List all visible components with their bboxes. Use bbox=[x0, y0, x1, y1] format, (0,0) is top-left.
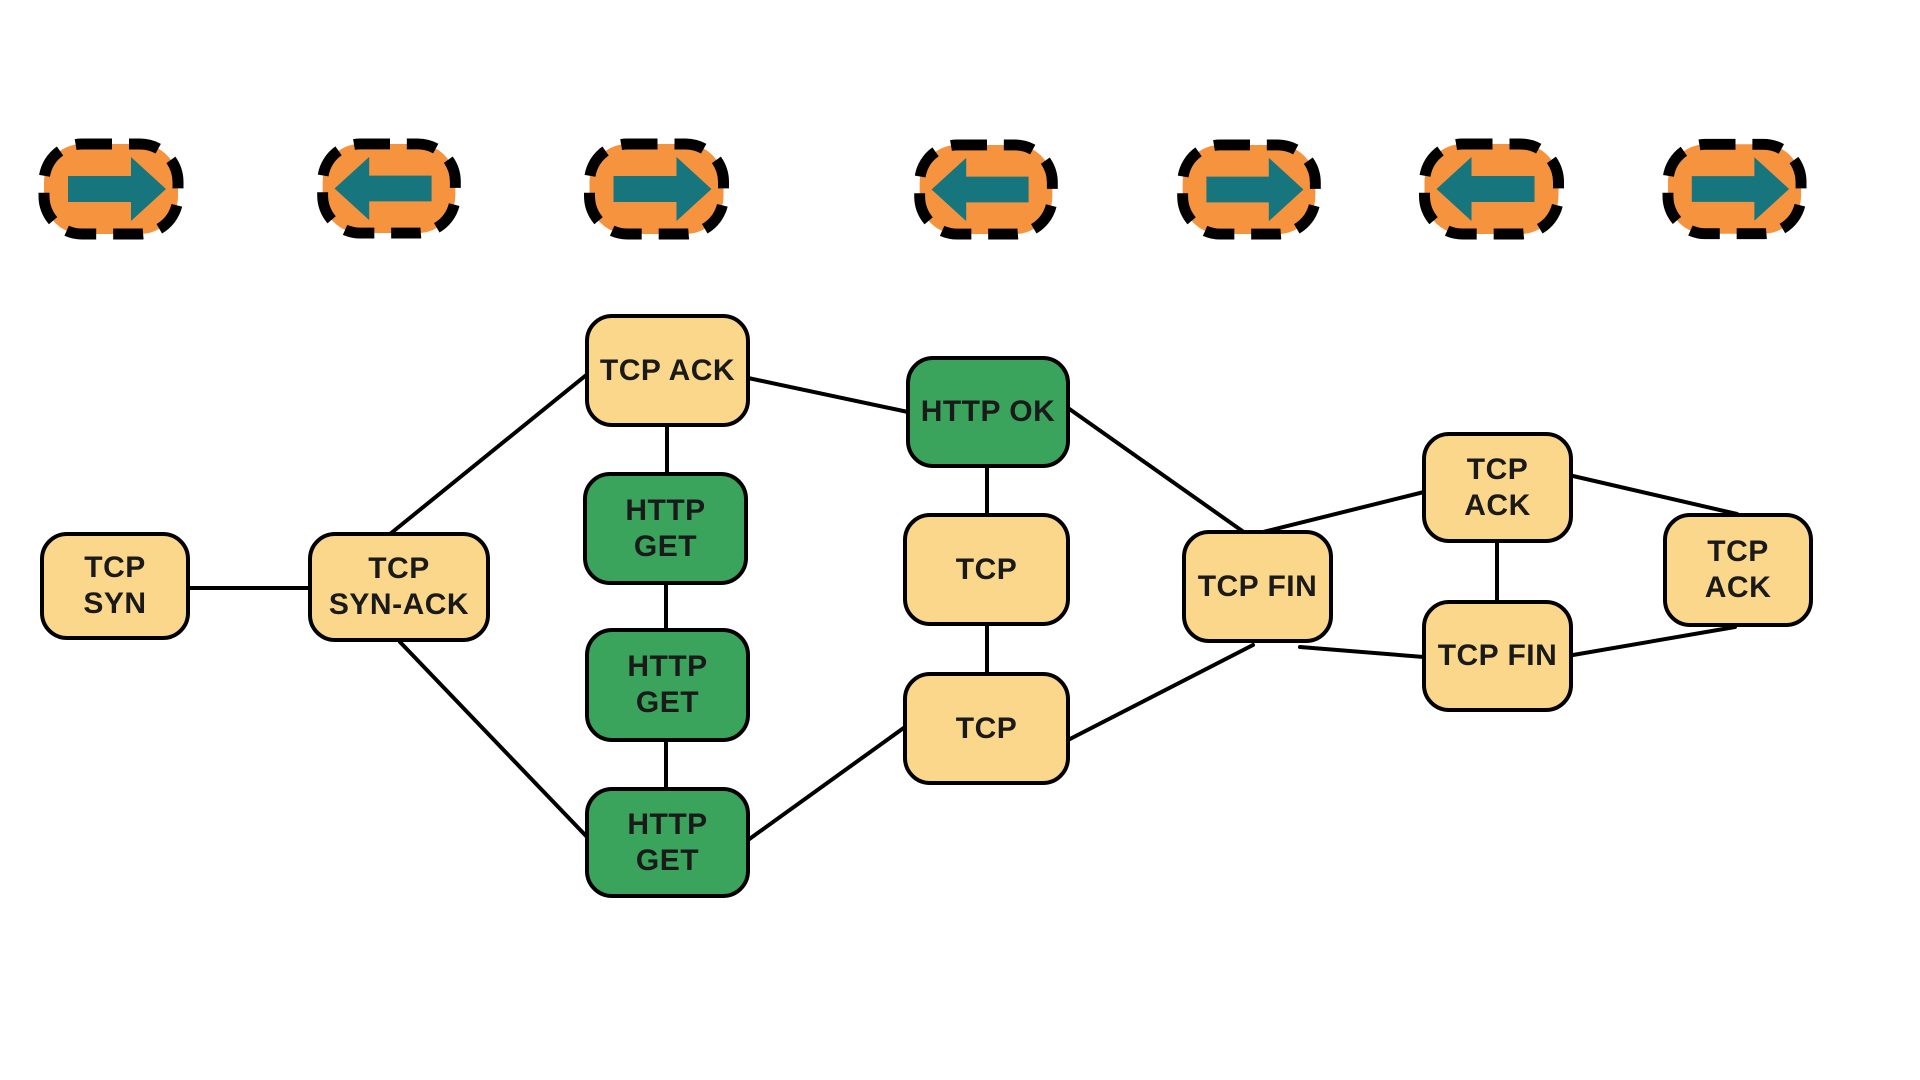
packet-direction-badge bbox=[38, 138, 184, 240]
arrow-right-icon bbox=[38, 138, 184, 240]
diagram-node-tcp-ack-3: TCP ACK bbox=[1663, 513, 1813, 627]
connection-line bbox=[1066, 406, 1257, 542]
arrow-right-icon bbox=[1662, 138, 1807, 240]
node-label: TCP FIN bbox=[1197, 569, 1318, 603]
diagram-node-tcp-fin-2: TCP FIN bbox=[1422, 600, 1573, 712]
diagram-node-tcp-fin-1: TCP FIN bbox=[1182, 530, 1333, 643]
diagram-node-tcp-1: TCP bbox=[903, 513, 1070, 626]
node-label: TCP bbox=[955, 552, 1018, 586]
arrow-left-icon bbox=[1419, 138, 1564, 240]
connection-line bbox=[1066, 643, 1255, 742]
diagram-node-tcp-ack-1: TCP ACK bbox=[585, 314, 750, 427]
node-label: TCP SYN bbox=[83, 551, 147, 620]
diagram-node-http-get-3: HTTP GET bbox=[585, 787, 750, 898]
diagram-node-tcp-syn-ack: TCP SYN-ACK bbox=[308, 532, 490, 642]
arrow-right-icon bbox=[1177, 139, 1321, 240]
packet-direction-badge bbox=[583, 138, 730, 240]
node-label: HTTP OK bbox=[920, 395, 1056, 428]
diagram-node-tcp-syn: TCP SYN bbox=[40, 532, 190, 640]
packet-direction-badge bbox=[1662, 138, 1807, 240]
connection-line bbox=[1571, 625, 1737, 657]
node-label: HTTP GET bbox=[627, 807, 708, 877]
node-label: TCP SYN-ACK bbox=[328, 552, 470, 621]
node-label: HTTP GET bbox=[625, 493, 706, 563]
connection-line bbox=[746, 725, 907, 842]
node-label: HTTP GET bbox=[627, 650, 708, 719]
arrow-left-icon bbox=[914, 139, 1058, 240]
arrow-right-icon bbox=[584, 138, 729, 240]
node-label: TCP FIN bbox=[1437, 639, 1558, 672]
node-label: TCP bbox=[955, 711, 1018, 745]
node-label: TCP ACK bbox=[599, 353, 736, 387]
diagram-node-tcp-ack-2: TCP ACK bbox=[1422, 432, 1573, 543]
packet-direction-badge bbox=[1175, 139, 1323, 240]
connection-line bbox=[1298, 645, 1426, 659]
connection-line bbox=[1571, 474, 1739, 516]
diagram-node-http-ok: HTTP OK bbox=[906, 356, 1070, 468]
diagram-node-http-get-2: HTTP GET bbox=[585, 628, 750, 742]
packet-direction-badge bbox=[315, 138, 463, 239]
node-label: TCP ACK bbox=[1704, 535, 1772, 604]
connection-line bbox=[388, 370, 592, 536]
packet-direction-badge bbox=[912, 139, 1060, 240]
diagram-node-http-get-1: HTTP GET bbox=[583, 472, 748, 585]
arrow-left-icon bbox=[317, 138, 461, 239]
packet-direction-badge bbox=[1418, 138, 1565, 240]
node-label: TCP ACK bbox=[1464, 452, 1531, 522]
connection-line bbox=[1253, 490, 1426, 536]
diagram-node-tcp-2: TCP bbox=[903, 672, 1070, 785]
connection-line bbox=[746, 376, 910, 414]
connection-line bbox=[398, 640, 590, 840]
